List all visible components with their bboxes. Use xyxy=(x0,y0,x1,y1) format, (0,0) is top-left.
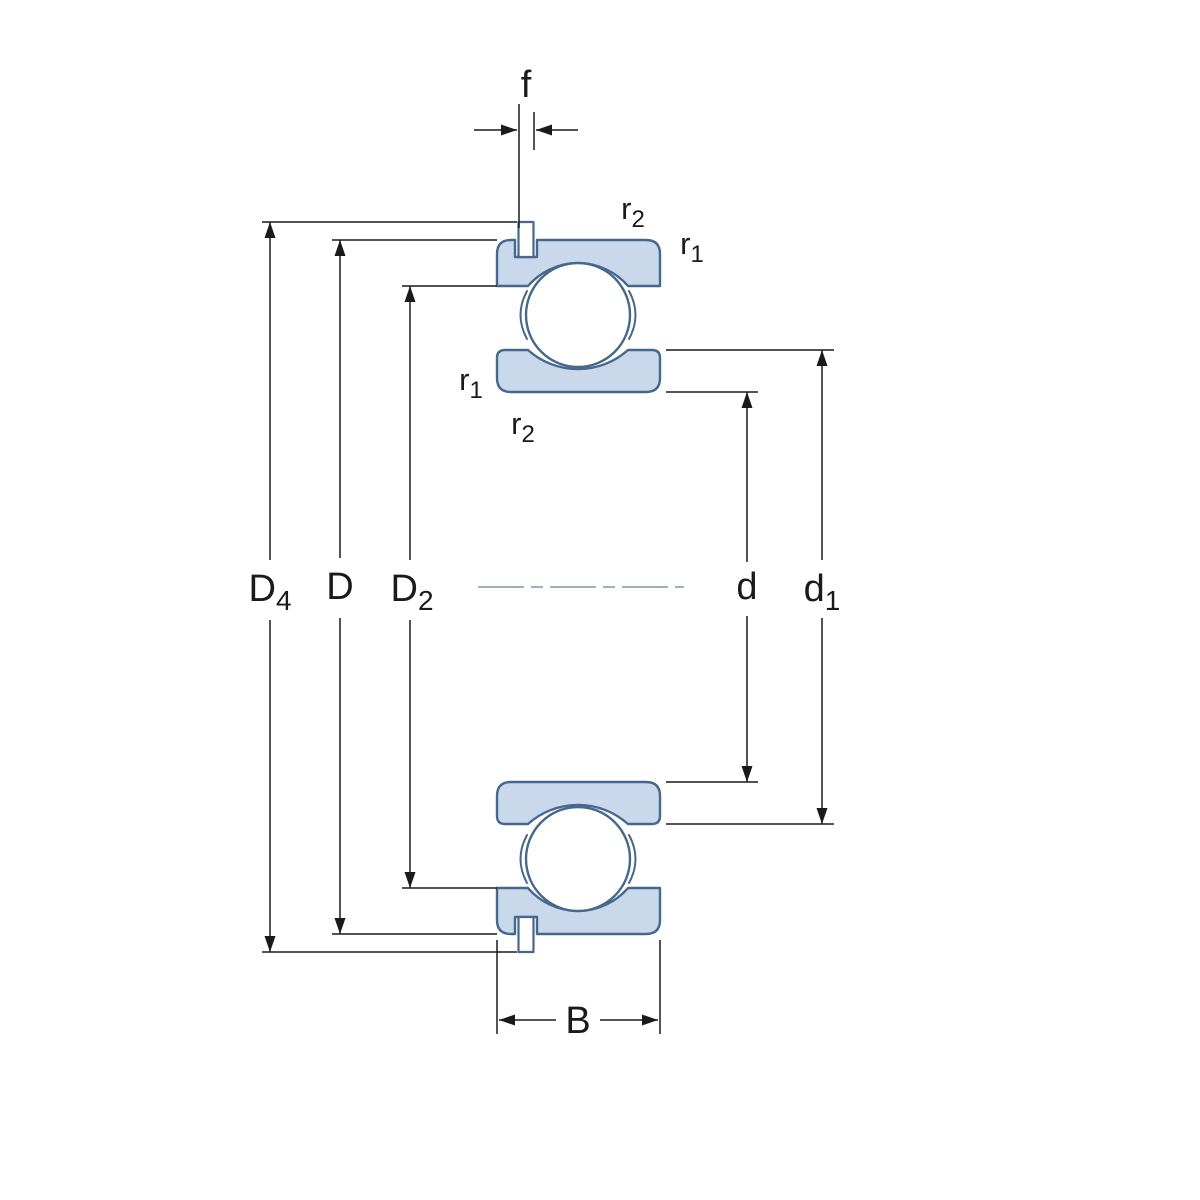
dim-label-D2: D2 xyxy=(390,568,433,616)
label-r1-inner-left: r1 xyxy=(459,362,483,404)
label-r1-top-right: r1 xyxy=(680,226,704,268)
dim-D4: D4 xyxy=(248,221,517,953)
shoulder-arc-bottom-right xyxy=(628,834,637,884)
dim-D: D xyxy=(326,239,497,935)
dim-B: B xyxy=(496,940,661,1042)
shoulder-arc-top-left xyxy=(519,290,528,340)
dim-label-d: d xyxy=(736,566,757,608)
dim-d1: d1 xyxy=(666,349,841,825)
dim-label-f: f xyxy=(521,64,532,106)
dim-label-B: B xyxy=(565,1000,590,1042)
shoulder-arc-bottom-left xyxy=(519,834,528,884)
label-r2-inner-left: r2 xyxy=(511,406,535,448)
dim-label-d1: d1 xyxy=(804,568,841,616)
dim-D2: D2 xyxy=(390,285,497,889)
dim-d: d xyxy=(666,391,758,783)
ball-bottom xyxy=(524,805,632,913)
dim-label-D4: D4 xyxy=(248,568,291,616)
dim-label-D: D xyxy=(326,566,353,608)
inner-ring-top xyxy=(495,348,662,394)
dim-f: f xyxy=(474,64,578,228)
bearing-section xyxy=(478,220,684,954)
shoulder-arc-top-right xyxy=(628,290,637,340)
snap-ring-bottom xyxy=(517,915,535,954)
ball-top xyxy=(524,261,632,369)
inner-ring-bottom xyxy=(495,780,662,826)
label-r2-top: r2 xyxy=(621,191,645,233)
snap-ring-top xyxy=(517,220,535,259)
chamfer-labels: r2 r1 r1 r2 xyxy=(459,191,704,448)
